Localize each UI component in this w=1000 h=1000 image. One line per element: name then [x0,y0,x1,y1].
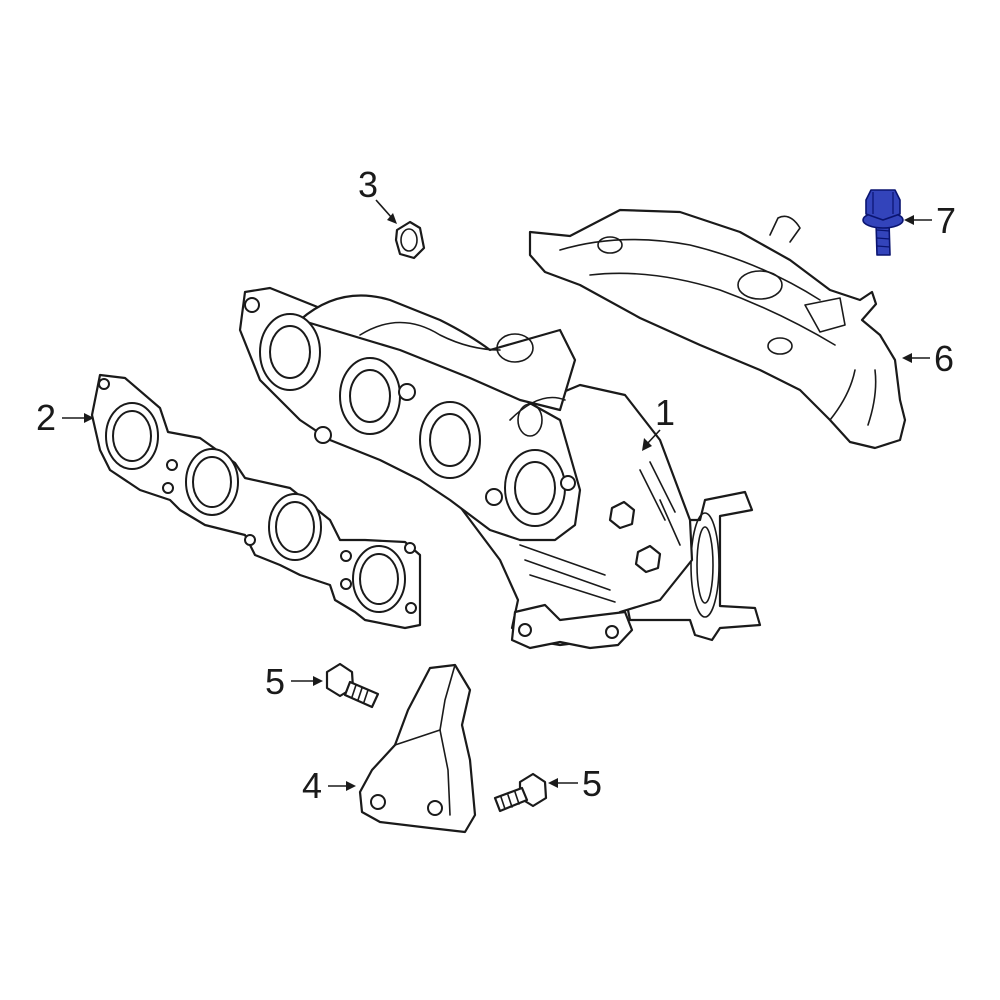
callout-4: 4 [302,765,322,806]
exhaust-gasket[interactable] [90,373,422,630]
manifold-bracket[interactable] [358,663,477,834]
callout-6: 6 [934,338,954,379]
callout-5-upper: 5 [265,661,285,702]
exhaust-manifold[interactable] [238,286,762,650]
callout-3: 3 [358,164,378,205]
leader-lines [62,199,932,791]
bolt-highlighted[interactable] [862,189,904,256]
callout-2: 2 [36,397,56,438]
bolt-lower[interactable] [493,772,548,813]
heat-shield[interactable] [528,208,907,450]
nut[interactable] [394,220,426,260]
callout-1: 1 [655,392,675,433]
bolt-upper[interactable] [325,662,380,709]
callout-5-lower: 5 [582,763,602,804]
callout-7: 7 [936,200,956,241]
